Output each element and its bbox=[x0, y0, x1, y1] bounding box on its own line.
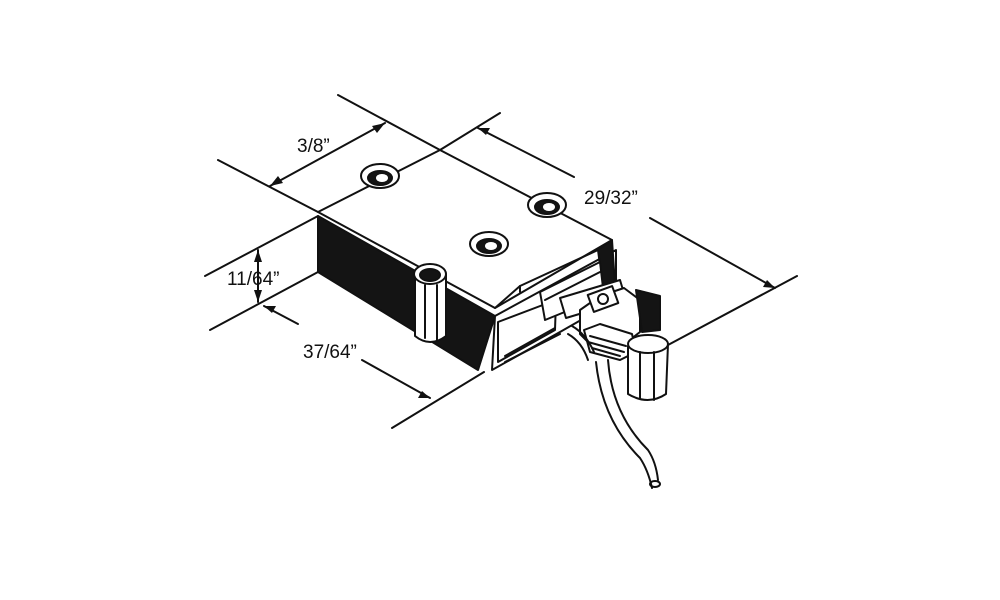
mounting-hole-top-right bbox=[527, 192, 567, 218]
length-dimension-label: 29/32” bbox=[584, 188, 638, 209]
height-dimension-label: 11/64” bbox=[227, 269, 280, 290]
knuckle-coupler bbox=[559, 279, 669, 489]
depth-dimension-label: 37/64” bbox=[303, 342, 357, 363]
mounting-hole-top-left bbox=[360, 163, 400, 189]
dimension-lines bbox=[204, 94, 798, 429]
mounting-hole-center bbox=[469, 231, 509, 257]
mounting-post bbox=[413, 263, 447, 343]
width-dimension-label: 3/8” bbox=[297, 136, 330, 157]
